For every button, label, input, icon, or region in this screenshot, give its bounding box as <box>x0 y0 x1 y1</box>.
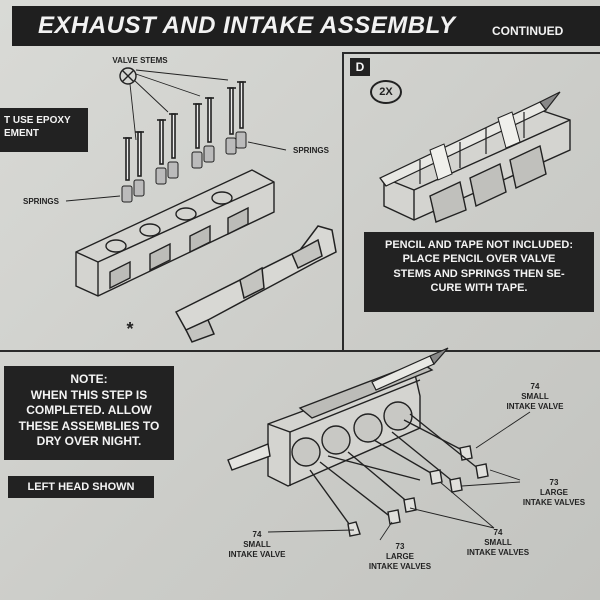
epoxy-note-line1: T USE EPOXY <box>4 115 71 126</box>
page-title: EXHAUST AND INTAKE ASSEMBLY <box>38 12 456 39</box>
callout-mid-right-l1: LARGE <box>540 488 568 497</box>
left-head-box: LEFT HEAD SHOWN <box>8 476 154 498</box>
springs-left-label: SPRINGS <box>22 197 59 206</box>
title-bar: EXHAUST AND INTAKE ASSEMBLY CONTINUED <box>12 6 600 46</box>
exhaust-manifold <box>174 225 337 343</box>
valve-stems-label: VALVE STEMS <box>112 56 168 65</box>
note-line1: WHEN THIS STEP IS <box>30 387 148 402</box>
callout-bottom-right-l1: SMALL <box>484 538 512 547</box>
step-letter-d: D <box>350 58 370 76</box>
callout-top-right: 74 SMALL INTAKE VALVE <box>500 382 570 412</box>
callout-mid-right-l2: INTAKE VALVES <box>522 498 586 507</box>
panel-d-top-border <box>344 52 600 54</box>
callout-top-right-num: 74 <box>530 382 540 391</box>
note-line3: THESE ASSEMBLIES TO <box>18 418 160 433</box>
note-line4: DRY OVER NIGHT. <box>36 434 142 449</box>
callout-bottom-right-num: 74 <box>493 528 503 537</box>
panel-e-pencil <box>371 347 449 391</box>
callout-bottom-right: 74 SMALL INTAKE VALVES <box>456 528 540 558</box>
callout-mid-right-num: 73 <box>549 478 559 487</box>
left-head-label: LEFT HEAD SHOWN <box>27 481 135 493</box>
panel-e-head-assembly <box>227 361 434 487</box>
panel-d-valve-stems <box>419 112 525 184</box>
callout-bottom-left: 74 SMALL INTAKE VALVE <box>222 530 292 560</box>
springs <box>121 131 247 203</box>
panel-e-valves <box>309 413 489 537</box>
panel-d-tape <box>429 111 521 181</box>
valve-stems-leaders <box>129 69 229 141</box>
callout-bottom-mid-l1: LARGE <box>386 552 414 561</box>
panel-divider-vertical <box>342 52 344 350</box>
springs-right-label: SPRINGS <box>292 146 329 155</box>
callout-bottom-left-l2: INTAKE VALVE <box>228 550 286 559</box>
valve-stems-symbol <box>119 67 137 85</box>
valve-stems <box>123 81 246 181</box>
callout-top-right-l1: SMALL <box>521 392 549 401</box>
springs-leaders <box>65 141 287 202</box>
pencil-note-line4: CURE WITH TAPE. <box>430 281 528 294</box>
panel-divider-horizontal <box>0 350 600 352</box>
note-heading: NOTE: <box>70 372 108 386</box>
pencil-note-line1: PENCIL AND TAPE NOT INCLUDED: <box>384 239 574 251</box>
epoxy-note-line2: EMENT <box>4 128 39 139</box>
asterisk-mark: * <box>126 319 134 339</box>
panel-e-callout-leaders <box>267 411 531 541</box>
dry-overnight-note-box: NOTE: WHEN THIS STEP IS COMPLETED. ALLOW… <box>4 366 174 460</box>
callout-bottom-mid-l2: INTAKE VALVES <box>368 562 432 571</box>
cylinder-head-block <box>75 169 275 297</box>
epoxy-note-box: T USE EPOXY EMENT <box>0 108 88 152</box>
callout-bottom-right-l2: INTAKE VALVES <box>466 548 530 557</box>
callout-bottom-mid-num: 73 <box>395 542 405 551</box>
page-subtitle: CONTINUED <box>492 24 564 38</box>
callout-bottom-mid: 73 LARGE INTAKE VALVES <box>360 542 440 572</box>
quantity-badge: 2X <box>370 80 402 104</box>
callout-bottom-left-num: 74 <box>252 530 262 539</box>
pencil-tape-note-box: PENCIL AND TAPE NOT INCLUDED: PLACE PENC… <box>364 232 594 312</box>
callout-bottom-left-l1: SMALL <box>243 540 271 549</box>
callout-mid-right: 73 LARGE INTAKE VALVES <box>514 478 594 508</box>
note-line2: COMPLETED. ALLOW <box>26 403 152 418</box>
pencil-note-line3: STEMS AND SPRINGS THEN SE- <box>393 267 565 280</box>
pencil-note-line2: PLACE PENCIL OVER VALVE <box>402 253 556 266</box>
callout-top-right-l2: INTAKE VALVE <box>506 402 564 411</box>
